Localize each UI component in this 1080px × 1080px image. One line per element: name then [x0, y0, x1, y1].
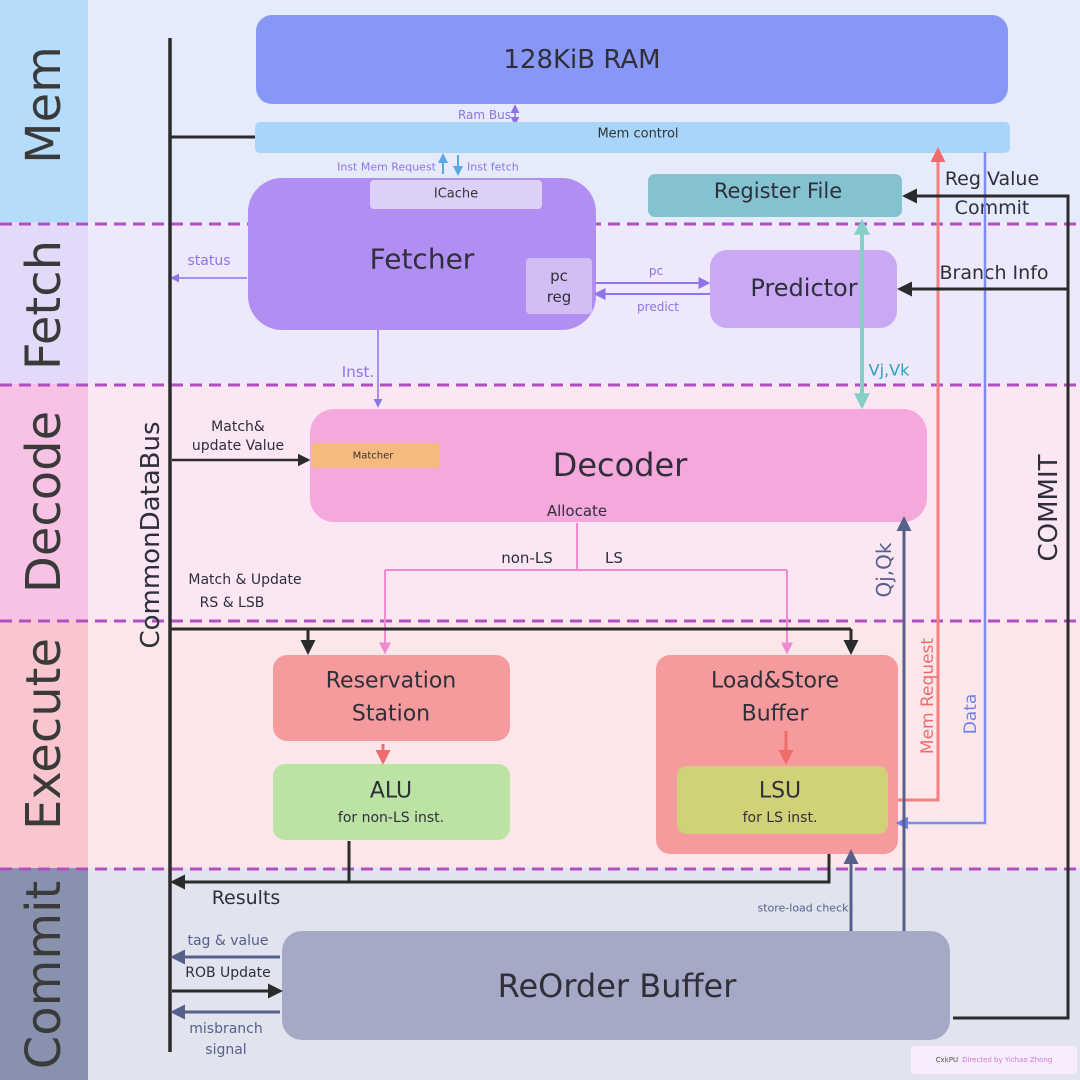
credit-box: [911, 1046, 1077, 1074]
lsu-label: LSU: [759, 779, 801, 804]
reg-value-label: Reg Value: [945, 168, 1039, 190]
stage-label-mem: Mem: [16, 46, 72, 164]
inst-mem-request-label: Inst Mem Request: [337, 161, 437, 174]
decoder-block: [310, 409, 927, 522]
misbranch-label-line1: misbranch: [189, 1021, 263, 1037]
mem-request-line: [898, 147, 946, 802]
commit-vertical-label: COMMIT: [1034, 454, 1064, 561]
reservation-station-block: [273, 655, 510, 741]
lsu-block: [677, 766, 888, 834]
load-store-buffer-label-line1: Load&Store: [711, 669, 839, 694]
predictor-label: Predictor: [750, 274, 857, 302]
reservation-station-label-line1: Reservation: [326, 669, 457, 694]
matcher-label: Matcher: [353, 451, 395, 462]
predictor-block: [710, 250, 897, 328]
misbranch-label-line2: signal: [205, 1042, 246, 1058]
execute-stage-bg: [88, 620, 1080, 868]
rob-update-label: ROB Update: [185, 965, 271, 981]
ls-label: LS: [605, 549, 623, 567]
commit-stage-band: [0, 868, 88, 1080]
allocate-label: Allocate: [547, 502, 607, 520]
pc-reg-label-line2: reg: [547, 288, 572, 306]
lsu-sublabel: for LS inst.: [743, 810, 818, 826]
commit-bus-line: [902, 188, 1070, 1020]
reorder-buffer-block: [282, 931, 950, 1040]
match-update-label-line2: update Value: [192, 438, 284, 454]
stage-label-commit: Commit: [16, 881, 72, 1070]
stage-label-decode: Decode: [16, 411, 72, 593]
fetcher-label: Fetcher: [370, 243, 475, 276]
lsu-results-line: [349, 854, 831, 884]
data-label: Data: [961, 694, 981, 735]
reg-commit-label: Commit: [955, 197, 1030, 219]
decode-stage-band: [0, 384, 88, 620]
ram-block: [256, 15, 1008, 104]
qj-qk-label: Qj,Qk: [872, 542, 896, 597]
non-ls-label: non-LS: [501, 549, 552, 567]
match-update-label-line1: Match&: [211, 419, 265, 435]
load-store-buffer-label-line2: Buffer: [742, 702, 810, 727]
fetcher-block: [248, 178, 596, 330]
pc-reg-label-line1: pc: [550, 267, 568, 285]
stage-label-execute: Execute: [16, 638, 72, 830]
credit-name: CxkPU: [936, 1056, 958, 1064]
credit-directed: Directed by Yichao Zhong: [962, 1056, 1052, 1064]
mem-stage-band: [0, 0, 88, 222]
mem-request-label: Mem Request: [918, 638, 938, 754]
ram-label: 128KiB RAM: [503, 45, 660, 75]
credit-text: CxkPU Directed by Yichao Zhong: [936, 1056, 1053, 1064]
icache-label: ICache: [434, 187, 478, 202]
inst-fetch-label: Inst fetch: [467, 161, 519, 174]
status-label: status: [187, 253, 230, 269]
vj-vk-label: Vj,Vk: [869, 361, 910, 380]
alu-label: ALU: [370, 779, 412, 804]
common-data-bus-label: CommonDataBus: [136, 421, 166, 648]
reorder-buffer-label: ReOrder Buffer: [498, 967, 738, 1005]
mem-control-block: [255, 122, 1010, 153]
match-rs-lsb-label-line1: Match & Update: [188, 572, 301, 588]
matcher-block: [312, 443, 440, 468]
tag-value-label: tag & value: [187, 933, 268, 949]
register-file-block: [648, 174, 902, 217]
predict-arrow-label: predict: [637, 300, 679, 314]
mem-control-label: Mem control: [597, 127, 678, 142]
store-load-check-label: store-load check: [757, 902, 849, 915]
branch-info-label: Branch Info: [939, 262, 1048, 284]
reservation-station-label-line2: Station: [352, 702, 430, 727]
pc-arrow-label: pc: [649, 264, 663, 278]
alu-sublabel: for non-LS inst.: [338, 810, 444, 826]
results-label: Results: [212, 887, 281, 909]
match-rs-lsb-label-line2: RS & LSB: [200, 595, 265, 611]
ram-bus-label: Ram Bus: [458, 108, 511, 122]
data-line: [895, 152, 987, 830]
register-file-label: Register File: [714, 179, 842, 203]
execute-stage-band: [0, 620, 88, 868]
decoder-label: Decoder: [553, 446, 689, 484]
fetch-stage-band: [0, 222, 88, 384]
inst-label: Inst.: [342, 363, 374, 381]
alu-block: [273, 764, 510, 840]
pc-reg-block: [526, 258, 592, 314]
icache-block: [370, 180, 542, 209]
allocate-split-lines: [379, 523, 793, 655]
stage-label-fetch: Fetch: [16, 240, 72, 370]
